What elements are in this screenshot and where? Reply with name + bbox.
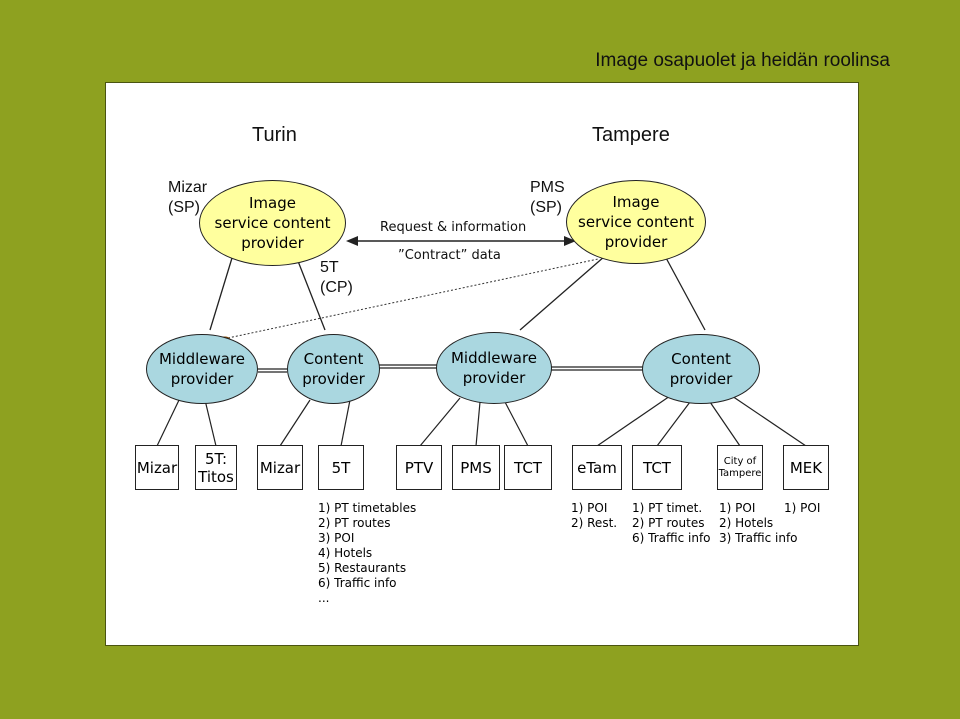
pms-sp-label: PMS (SP)	[530, 179, 565, 216]
fivet-cp-label: 5T (CP)	[320, 259, 353, 296]
content-provider-label-2: Content provider	[669, 350, 733, 388]
list-item: 4) Hotels	[318, 546, 373, 560]
list-5t: 1) PT timetables 2) PT routes 3) POI 4) …	[318, 501, 416, 606]
box-etam: eTam	[572, 445, 622, 490]
list-item: 1) PT timetables	[318, 501, 417, 515]
box-pms: PMS	[452, 445, 500, 490]
middleware-provider-label-2: Middleware provider	[450, 349, 538, 387]
box-mizar-1: Mizar	[135, 445, 179, 490]
list-item: ...	[318, 591, 330, 605]
box-5t: 5T	[318, 445, 364, 490]
city-label-turin: Turin	[252, 124, 297, 146]
list-mek: 1) POI	[784, 501, 820, 516]
list-item: 2) Rest.	[571, 516, 618, 530]
content-provider-oval-1: Content provider	[287, 334, 380, 404]
box-tct-2: TCT	[632, 445, 682, 490]
mizar-sp-label: Mizar (SP)	[168, 179, 208, 216]
content-provider-oval-2: Content provider	[642, 334, 760, 404]
list-item: 3) Traffic info	[719, 531, 798, 545]
list-item: 6) Traffic info	[632, 531, 711, 545]
box-mek: MEK	[783, 445, 829, 490]
box-tct-1: TCT	[504, 445, 552, 490]
list-item: 6) Traffic info	[318, 576, 397, 590]
middleware-provider-oval-1: Middleware provider	[146, 334, 258, 404]
middleware-provider-oval-2: Middleware provider	[436, 332, 552, 404]
slide-title: Image osapuolet ja heidän roolinsa	[595, 50, 890, 71]
turin-image-provider-oval: Image service content provider	[199, 180, 346, 266]
box-5t-titos: 5T: Titos	[195, 445, 237, 490]
list-item: 1) POI	[719, 501, 756, 515]
list-item: 5) Restaurants	[318, 561, 407, 575]
list-item: 2) PT routes	[318, 516, 391, 530]
box-mizar-2: Mizar	[257, 445, 303, 490]
list-etam: 1) POI 2) Rest.	[571, 501, 617, 531]
list-item: 3) POI	[318, 531, 355, 545]
box-ptv: PTV	[396, 445, 442, 490]
list-city-of-tampere: 1) POI 2) Hotels 3) Traffic info	[719, 501, 798, 546]
list-item: 1) POI	[571, 501, 608, 515]
content-provider-label-1: Content provider	[302, 350, 365, 388]
box-city-of-tampere: City of Tampere	[717, 445, 763, 490]
city-label-tampere: Tampere	[592, 124, 670, 146]
list-tct: 1) PT timet. 2) PT routes 6) Traffic inf…	[632, 501, 711, 546]
request-information-label: Request & information	[380, 220, 527, 235]
list-item: 2) PT routes	[632, 516, 705, 530]
turin-image-provider-label: Image service content provider	[214, 194, 331, 252]
list-item: 2) Hotels	[719, 516, 774, 530]
list-item: 1) POI	[784, 501, 821, 515]
tampere-image-provider-oval: Image service content provider	[566, 180, 706, 264]
tampere-image-provider-label: Image service content provider	[578, 193, 694, 251]
middleware-provider-label-1: Middleware provider	[158, 350, 246, 388]
contract-data-label: ”Contract” data	[398, 248, 501, 263]
list-item: 1) PT timet.	[632, 501, 703, 515]
